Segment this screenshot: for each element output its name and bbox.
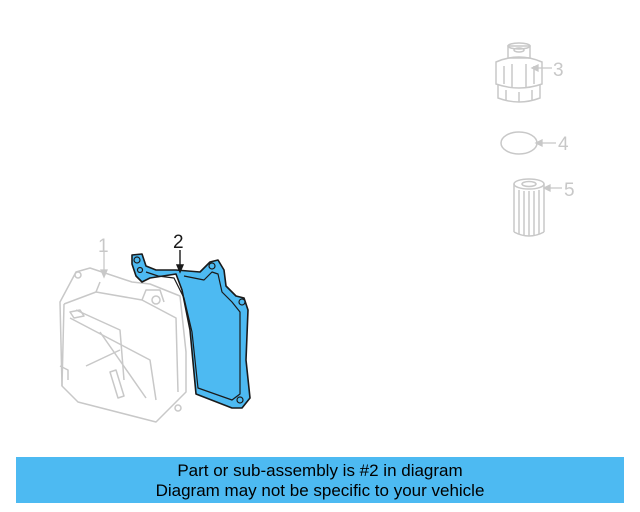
leader-line-1 [100,252,108,279]
gasket-bolt-hole [238,298,246,306]
gasket-inner-edge [145,271,241,401]
info-banner: Part or sub-assembly is #2 in diagram Di… [16,457,624,503]
callout-2: 2 [173,232,184,253]
part-3-filter-cap[interactable] [495,42,543,103]
gasket-bolt-hole [236,396,244,404]
leader-line-3 [530,63,552,73]
gasket-bolt-hole [208,262,216,270]
part-5-filter-element[interactable] [513,178,545,237]
callout-4: 4 [558,134,569,155]
leader-line-2 [175,250,185,274]
banner-line-2: Diagram may not be specific to your vehi… [155,481,485,500]
leader-line-5 [542,183,562,193]
part-2-gasket[interactable] [131,253,251,409]
callout-5: 5 [564,180,575,201]
gasket-bolt-hole [136,266,144,274]
gasket-bolt-hole [133,256,141,264]
leader-line-4 [534,138,556,148]
callout-3: 3 [553,60,564,81]
part-1-oil-pan[interactable] [59,267,187,423]
banner-line-1: Part or sub-assembly is #2 in diagram [177,461,463,480]
part-4-o-ring[interactable] [500,131,538,155]
callout-1: 1 [98,236,109,257]
